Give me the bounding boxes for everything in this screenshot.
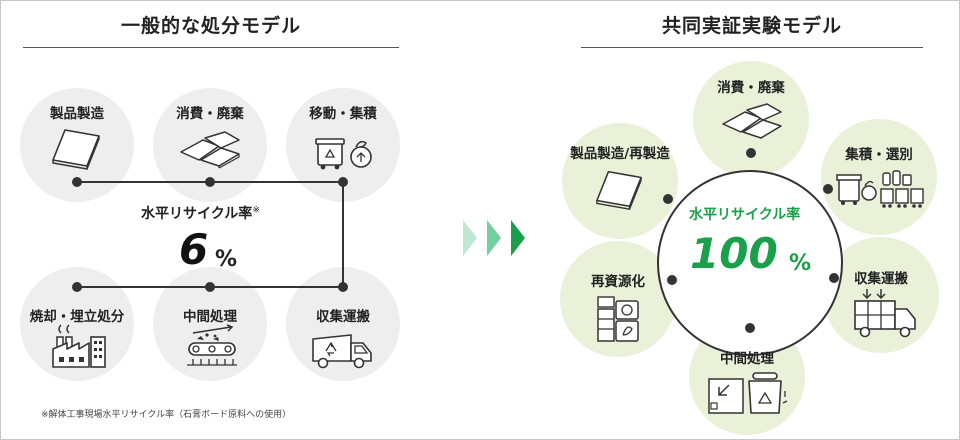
factory-icon <box>52 324 106 368</box>
right-label-collection: 集積・選別 <box>845 147 913 163</box>
node-dot <box>746 148 756 158</box>
left-rate-unit: % <box>215 247 238 272</box>
right-rate-value: 100 <box>690 229 778 278</box>
chevron-arrows-icon <box>463 220 525 256</box>
recycling-station-icon <box>597 296 639 342</box>
node-dot <box>667 275 677 285</box>
left-rate-mark: ※ <box>252 205 260 216</box>
right-rate-unit: % <box>789 251 812 276</box>
left-rate-label: 水平リサイクル率※ <box>141 203 260 223</box>
node-dot <box>663 194 673 204</box>
truck-icon <box>312 334 372 369</box>
sorting-bins-icon <box>836 170 924 208</box>
crusher-icon <box>187 324 237 366</box>
right-label-transport: 収集運搬 <box>854 271 908 287</box>
left-label-consumption: 消費・廃棄 <box>176 106 244 122</box>
left-label-moving: 移動・集積 <box>309 106 377 122</box>
left-label-manufacturing: 製品製造 <box>50 106 104 122</box>
left-flow-connectors <box>72 177 348 292</box>
right-rate-label: 水平リサイクル率 <box>689 207 801 223</box>
left-title: 一般的な処分モデル <box>120 15 301 37</box>
right-label-consumption: 消費・廃棄 <box>717 80 785 96</box>
bins-icon <box>315 138 372 170</box>
node-dot <box>823 184 833 194</box>
left-label-intermediate: 中間処理 <box>183 309 237 325</box>
node-dot <box>829 273 839 283</box>
right-label-intermediate: 中間処理 <box>720 351 774 367</box>
left-rate-label-text: 水平リサイクル率 <box>141 206 253 222</box>
board-icon <box>596 170 642 210</box>
processing-bin-icon <box>708 372 788 414</box>
node-dot <box>72 177 82 187</box>
node-dot <box>72 282 82 292</box>
node-dot <box>338 177 348 187</box>
right-title-rule <box>581 47 923 48</box>
right-title: 共同実証実験モデル <box>661 15 842 37</box>
cargo-truck-icon <box>854 289 916 338</box>
left-footnote: ※解体工事現場水平リサイクル率（石膏ボード原料への使用） <box>41 410 292 420</box>
node-dot <box>745 323 755 333</box>
board-icon <box>52 129 100 170</box>
left-title-rule <box>23 47 399 48</box>
broken-board-icon <box>180 131 240 169</box>
left-label-incineration: 焼却・埋立処分 <box>29 309 125 325</box>
right-label-manufacturing: 製品製造/再製造 <box>570 146 670 162</box>
node-dot <box>205 177 215 187</box>
right-label-regeneration: 再資源化 <box>591 274 645 290</box>
node-dot <box>205 282 215 292</box>
node-dot <box>338 282 348 292</box>
broken-board-icon <box>722 103 782 139</box>
left-rate-value: 6 <box>179 225 209 274</box>
left-label-transport: 収集運搬 <box>316 309 370 325</box>
